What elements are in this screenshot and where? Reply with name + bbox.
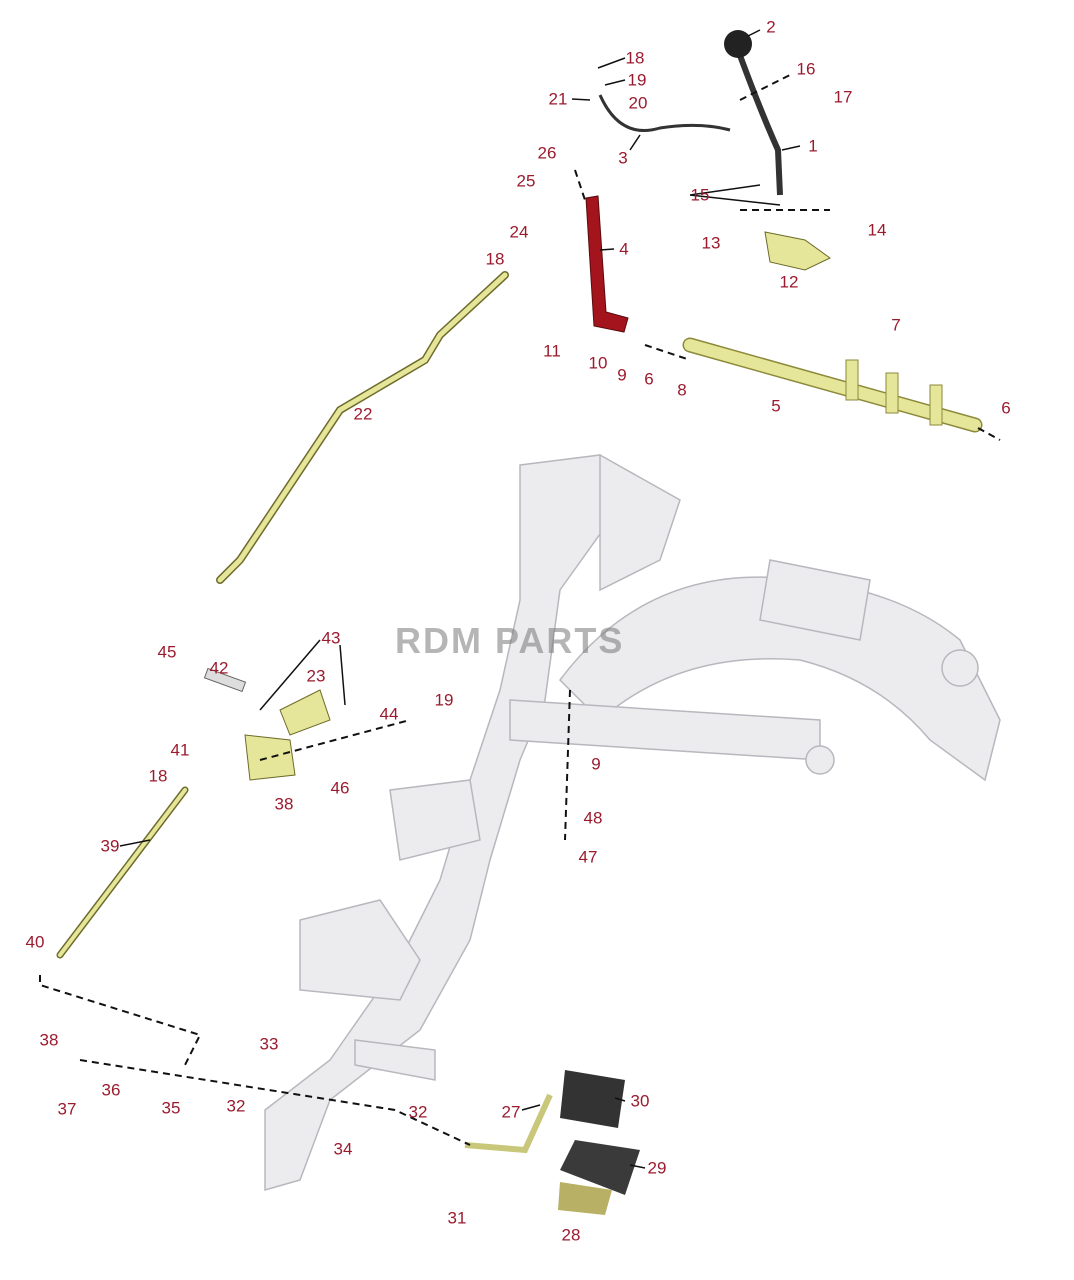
callout-4[interactable]: 4 <box>619 239 629 259</box>
callout-16[interactable]: 16 <box>796 59 816 79</box>
callout-13[interactable]: 13 <box>701 233 721 253</box>
callout-2[interactable]: 2 <box>766 17 776 37</box>
callout-9[interactable]: 9 <box>591 754 601 774</box>
pedal-pad-29 <box>560 1140 640 1195</box>
callout-10[interactable]: 10 <box>588 353 608 373</box>
callout-32[interactable]: 32 <box>408 1102 428 1122</box>
callout-25[interactable]: 25 <box>516 171 536 191</box>
callout-7[interactable]: 7 <box>891 315 901 335</box>
callout-22[interactable]: 22 <box>353 404 373 424</box>
callout-24[interactable]: 24 <box>509 222 529 242</box>
callout-11[interactable]: 11 <box>543 341 561 361</box>
callout-28[interactable]: 28 <box>561 1225 581 1245</box>
callout-35[interactable]: 35 <box>161 1098 181 1118</box>
callout-30[interactable]: 30 <box>630 1091 650 1111</box>
callout-45[interactable]: 45 <box>157 642 177 662</box>
callout-6[interactable]: 6 <box>1001 398 1011 418</box>
callout-40[interactable]: 40 <box>25 932 45 952</box>
callout-5[interactable]: 5 <box>771 396 781 416</box>
shift-arm <box>585 195 629 333</box>
callout-29[interactable]: 29 <box>647 1158 667 1178</box>
callout-42[interactable]: 42 <box>209 658 229 678</box>
callout-8[interactable]: 8 <box>677 380 687 400</box>
callout-41[interactable]: 41 <box>170 740 190 760</box>
callout-9[interactable]: 9 <box>617 365 627 385</box>
chassis-frame <box>264 453 1001 1191</box>
callout-32[interactable]: 32 <box>226 1096 246 1116</box>
callout-37[interactable]: 37 <box>57 1099 77 1119</box>
callout-31[interactable]: 31 <box>447 1208 467 1228</box>
callout-19[interactable]: 19 <box>627 70 647 90</box>
callout-19[interactable]: 19 <box>434 690 454 710</box>
callout-44[interactable]: 44 <box>379 704 399 724</box>
rdm-parts-watermark: RDM PARTS <box>395 620 625 661</box>
callout-6[interactable]: 6 <box>644 369 654 389</box>
callout-3[interactable]: 3 <box>618 148 628 168</box>
callout-18[interactable]: 18 <box>148 766 168 786</box>
callout-18[interactable]: 18 <box>485 249 505 269</box>
callout-46[interactable]: 46 <box>330 778 350 798</box>
pedal-pad-28 <box>558 1182 612 1215</box>
callout-48[interactable]: 48 <box>583 808 603 828</box>
callout-20[interactable]: 20 <box>628 93 648 113</box>
callout-21[interactable]: 21 <box>548 89 568 109</box>
pedal-pad-30 <box>560 1070 625 1128</box>
callout-38[interactable]: 38 <box>274 794 294 814</box>
linkage-rod <box>216 271 509 584</box>
callout-1[interactable]: 1 <box>808 136 818 156</box>
callout-18[interactable]: 18 <box>625 48 645 68</box>
shift-handle <box>735 48 783 196</box>
callout-14[interactable]: 14 <box>867 220 887 240</box>
callout-38[interactable]: 38 <box>39 1030 59 1050</box>
callout-15[interactable]: 15 <box>690 185 710 205</box>
callout-39[interactable]: 39 <box>100 836 120 856</box>
callout-27[interactable]: 27 <box>501 1102 521 1122</box>
callout-12[interactable]: 12 <box>779 272 799 292</box>
callout-36[interactable]: 36 <box>101 1080 121 1100</box>
callout-34[interactable]: 34 <box>333 1139 353 1159</box>
callout-47[interactable]: 47 <box>578 847 598 867</box>
callout-23[interactable]: 23 <box>306 666 326 686</box>
callout-33[interactable]: 33 <box>259 1034 279 1054</box>
callout-43[interactable]: 43 <box>321 628 341 648</box>
callout-26[interactable]: 26 <box>537 143 557 163</box>
callout-17[interactable]: 17 <box>833 87 853 107</box>
